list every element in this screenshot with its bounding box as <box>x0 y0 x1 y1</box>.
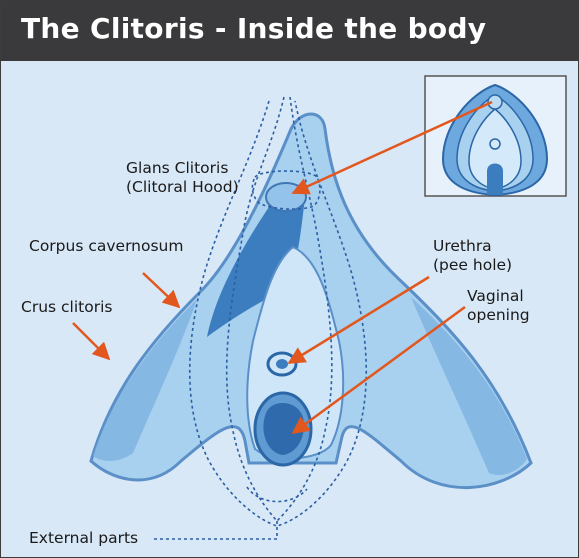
label-external-parts: External parts <box>29 529 139 547</box>
label-corpus: Corpus cavernosum <box>29 237 184 255</box>
title-bar: The Clitoris - Inside the body <box>1 1 578 61</box>
label-urethra-line2: (pee hole) <box>433 256 513 274</box>
diagram-title: The Clitoris - Inside the body <box>21 12 487 45</box>
pointer-urethra <box>287 275 430 365</box>
crus-shading-left <box>93 299 197 461</box>
pointer-corpus <box>142 272 181 309</box>
label-urethra-line1: Urethra <box>433 237 492 255</box>
pointer-glans <box>291 100 493 195</box>
label-vaginal-line1: Vaginal <box>467 287 524 305</box>
external-parts-outline <box>153 96 368 540</box>
label-urethra: Urethra (pee hole) <box>433 237 512 275</box>
urethra-inner <box>276 359 288 369</box>
label-vaginal: Vaginal opening <box>467 287 530 325</box>
glans-shape <box>265 182 307 212</box>
pointer-vaginal <box>291 305 466 435</box>
label-crus: Crus clitoris <box>21 298 113 316</box>
label-vaginal-line2: opening <box>467 306 530 324</box>
vaginal-inner <box>263 402 304 455</box>
label-glans-line2: (Clitoral Hood) <box>126 178 239 196</box>
label-glans: Glans Clitoris (Clitoral Hood) <box>126 159 239 197</box>
crus-shading-right <box>411 297 527 476</box>
external-view-inset <box>424 75 567 197</box>
pointer-crus <box>72 322 111 361</box>
label-glans-line1: Glans Clitoris <box>126 159 229 177</box>
